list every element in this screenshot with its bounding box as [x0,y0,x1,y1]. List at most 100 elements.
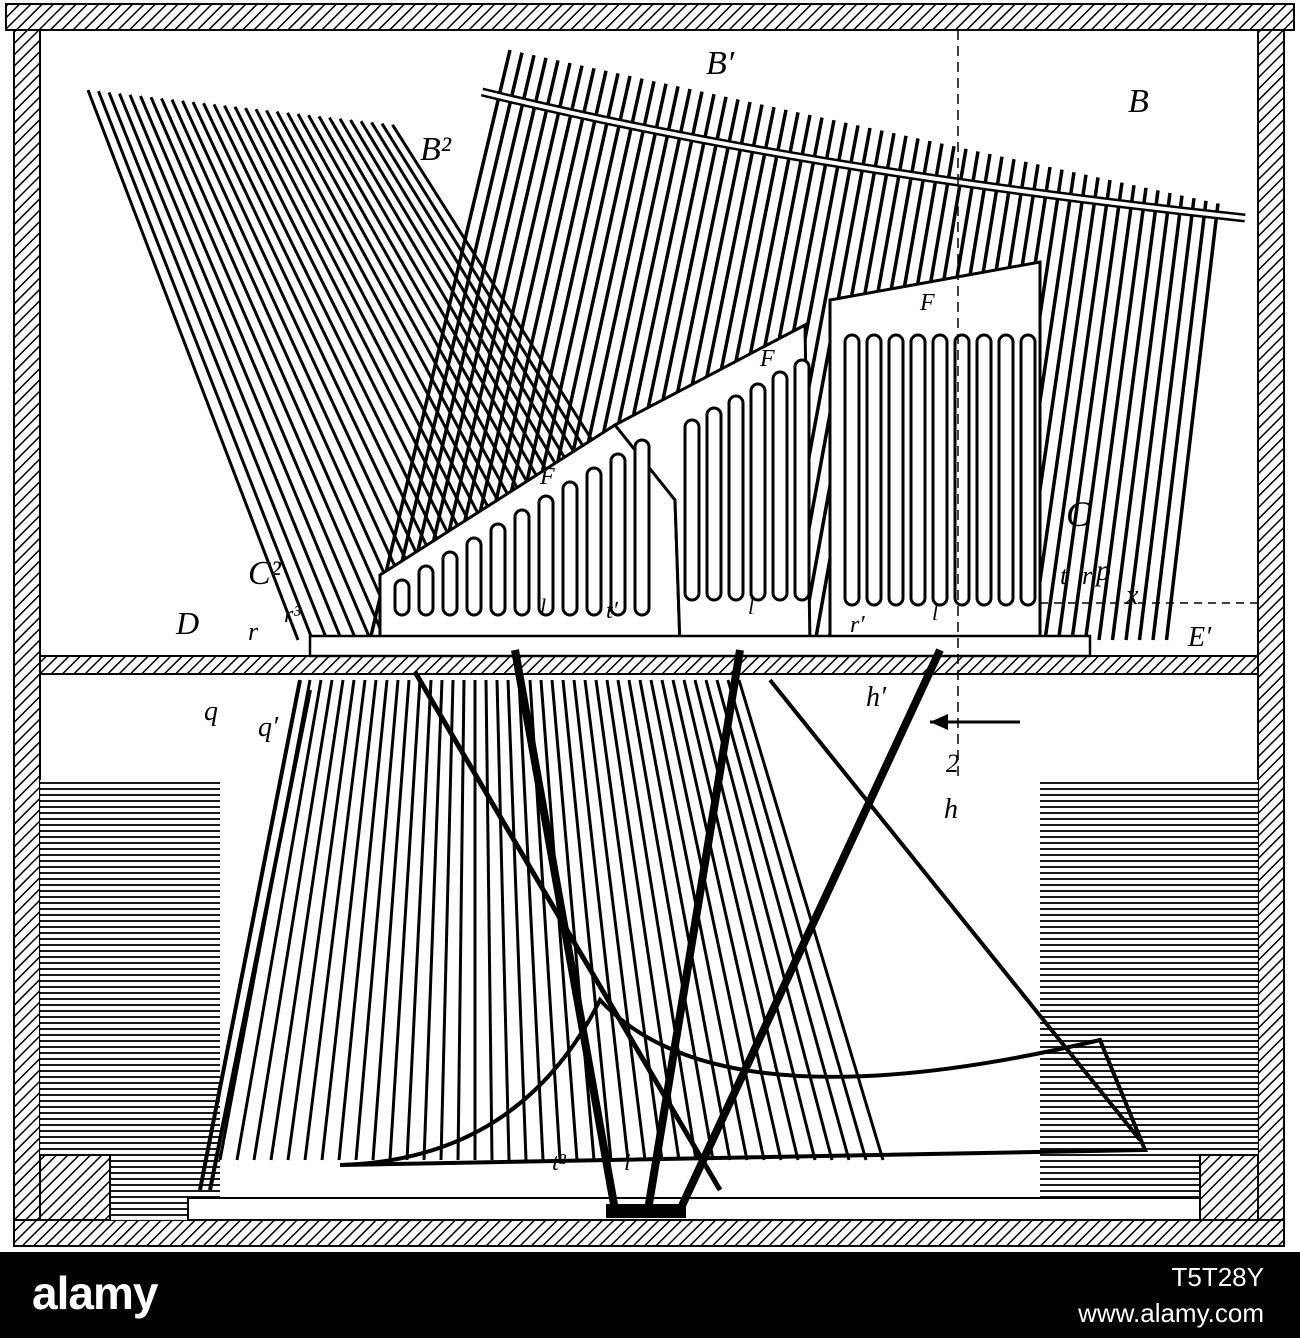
string-line [439,679,455,1161]
string-line [671,679,783,1161]
string-line [616,679,698,1161]
string-line [638,679,732,1161]
string-line [561,679,613,1161]
string-line [381,52,524,641]
string-line [1164,203,1220,641]
string-line [1124,195,1184,641]
label-p: p [1094,554,1111,587]
label-h-prime: h′ [866,682,887,713]
string-line [1043,179,1112,641]
label-q-prime: q′ [258,712,279,743]
string-line [139,95,372,641]
string-line [660,679,766,1161]
string-line [495,679,511,1161]
label-t-prime: t′ [606,598,619,624]
label-i: i [624,1150,631,1176]
lower-iron-frame [198,678,1148,1191]
action-slot [771,370,789,602]
reference-letters: B B′ B² C C² D E′ F F F r r³ r′ t t′ t² … [175,45,1212,1176]
string-line [86,89,300,641]
action-slot [793,358,811,602]
label-t2: t² [552,1150,567,1176]
action-slot [749,382,767,602]
label-b-prime: B′ [706,45,735,82]
string-line [550,679,596,1161]
label-b2: B² [420,131,452,168]
string-line [456,679,466,1161]
label-c2: C² [248,555,282,592]
action-slot [489,522,507,617]
string-line [191,101,445,641]
action-slot [865,333,883,607]
string-line [422,679,444,1161]
action-slot [705,406,723,602]
string-line [726,679,868,1161]
string-line [405,679,433,1161]
label-f-3: F [919,290,935,316]
string-line [517,679,545,1161]
string-line [388,679,422,1161]
label-f-2: F [759,346,775,372]
label-r-2: r [1082,561,1093,590]
lower-soundboard-shading [39,780,1259,1221]
label-f-1: F [539,464,555,490]
string-line [368,49,512,641]
string-line [627,679,715,1161]
string-line [1070,184,1136,641]
string-line [704,679,834,1161]
string-line [693,679,817,1161]
action-slot [887,333,905,607]
string-line [1151,200,1208,641]
string-line [337,679,389,1161]
action-slot [561,480,579,617]
label-section-2: 2 [946,749,959,778]
string-line [202,102,459,641]
action-slot [909,333,927,607]
string-line [128,94,358,641]
string-line [715,679,851,1161]
string-line [484,679,494,1161]
string-line [395,54,536,641]
trap-rods [412,648,944,1212]
string-line [252,679,334,1161]
action-slot [1019,333,1037,607]
key-bed [308,634,1092,658]
label-r-prime: r′ [850,612,865,638]
action-slot [609,452,627,617]
watermark-footer: alamy T5T28Y www.alamy.com [0,1252,1300,1338]
label-c: C [1066,494,1091,534]
upper-left-strings [86,89,720,641]
case-frame [5,3,1295,1247]
action-slot [953,333,971,607]
string-line [107,91,329,641]
label-r: r [248,617,259,646]
action-slot [585,466,603,617]
string-line [1083,187,1148,641]
action-slot [997,333,1015,607]
action-slot [975,333,993,607]
string-line [320,679,378,1161]
string-line [269,679,345,1161]
string-line [97,90,314,641]
string-line [181,100,430,641]
string-line [371,679,411,1161]
label-d: D [175,605,199,641]
string-line [170,98,416,641]
string-line [583,679,647,1161]
string-line [235,679,323,1161]
string-line [286,679,356,1161]
string-line [118,93,343,641]
label-x: x [1125,580,1139,611]
label-t: t [1060,561,1068,590]
string-line [1137,197,1196,641]
action-slot [537,494,555,617]
action-slot [843,333,861,607]
string-line [149,96,387,641]
image-id: T5T28Y [1171,1262,1265,1292]
label-q: q [204,696,218,727]
action-slot [727,394,745,602]
string-line [1029,177,1100,641]
label-b: B [1128,83,1149,120]
string-line [354,679,400,1161]
string-line [682,679,800,1161]
